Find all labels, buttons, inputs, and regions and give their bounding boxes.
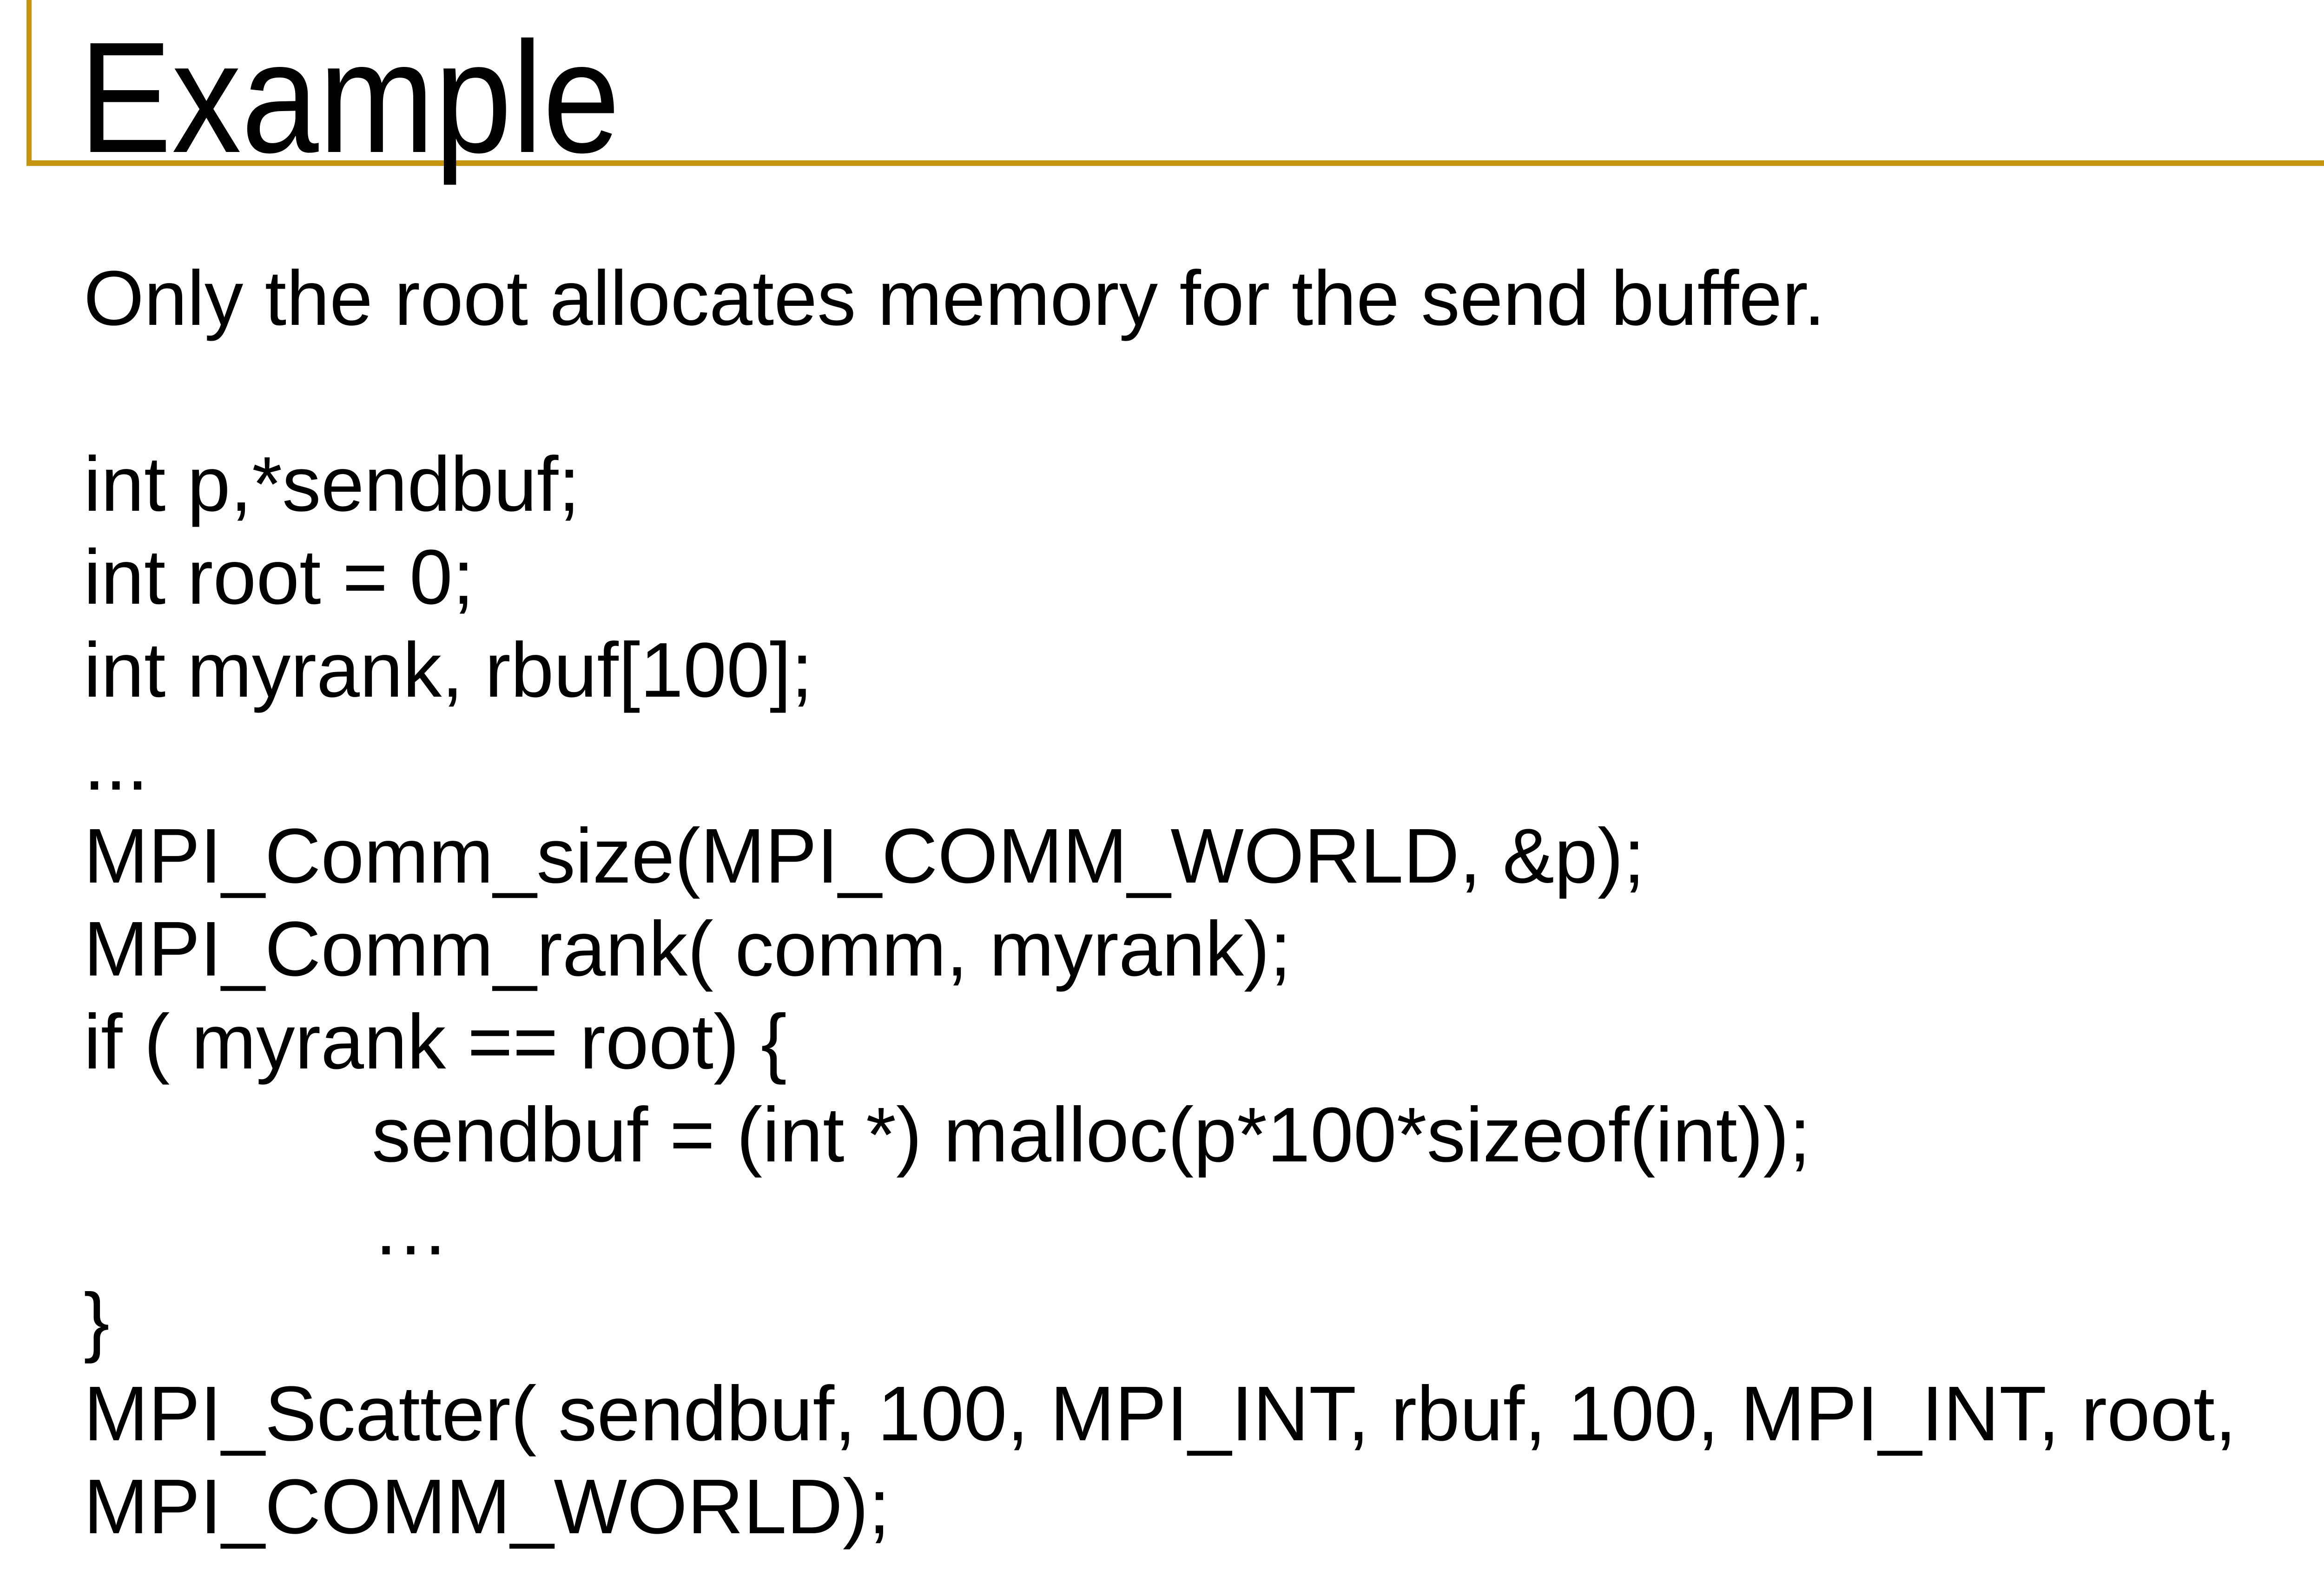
code-line-if-root: if ( myrank == root) {	[84, 999, 787, 1085]
code-line-ellipsis-top: ...	[84, 720, 149, 806]
code-line-declare-myrank: int myrank, rbuf[100];	[84, 627, 813, 713]
title-underline	[26, 160, 2324, 166]
code-line-ellipsis-inner: …	[372, 1185, 449, 1271]
code-line-close-brace: }	[84, 1278, 110, 1364]
code-line-comm-world: MPI_COMM_WORLD);	[84, 1464, 890, 1550]
code-line-declare-root: int root = 0;	[84, 534, 475, 620]
code-line-malloc: sendbuf = (int *) malloc(p*100*sizeof(in…	[372, 1092, 1811, 1178]
body-text-block: Only the root allocates memory for the s…	[84, 252, 2237, 1553]
body-line-blank	[84, 345, 2237, 438]
code-line-comm-size: MPI_Comm_size(MPI_COMM_WORLD, &p);	[84, 813, 1645, 899]
body-line-intro: Only the root allocates memory for the s…	[84, 255, 1826, 342]
code-line-comm-rank: MPI_Comm_rank( comm, myrank);	[84, 906, 1292, 992]
accent-left-bar	[26, 0, 32, 166]
code-line-scatter: MPI_Scatter( sendbuf, 100, MPI_INT, rbuf…	[84, 1371, 2237, 1457]
code-line-declare-sendbuf: int p,*sendbuf;	[84, 441, 580, 527]
slide-title: Example	[79, 9, 621, 186]
